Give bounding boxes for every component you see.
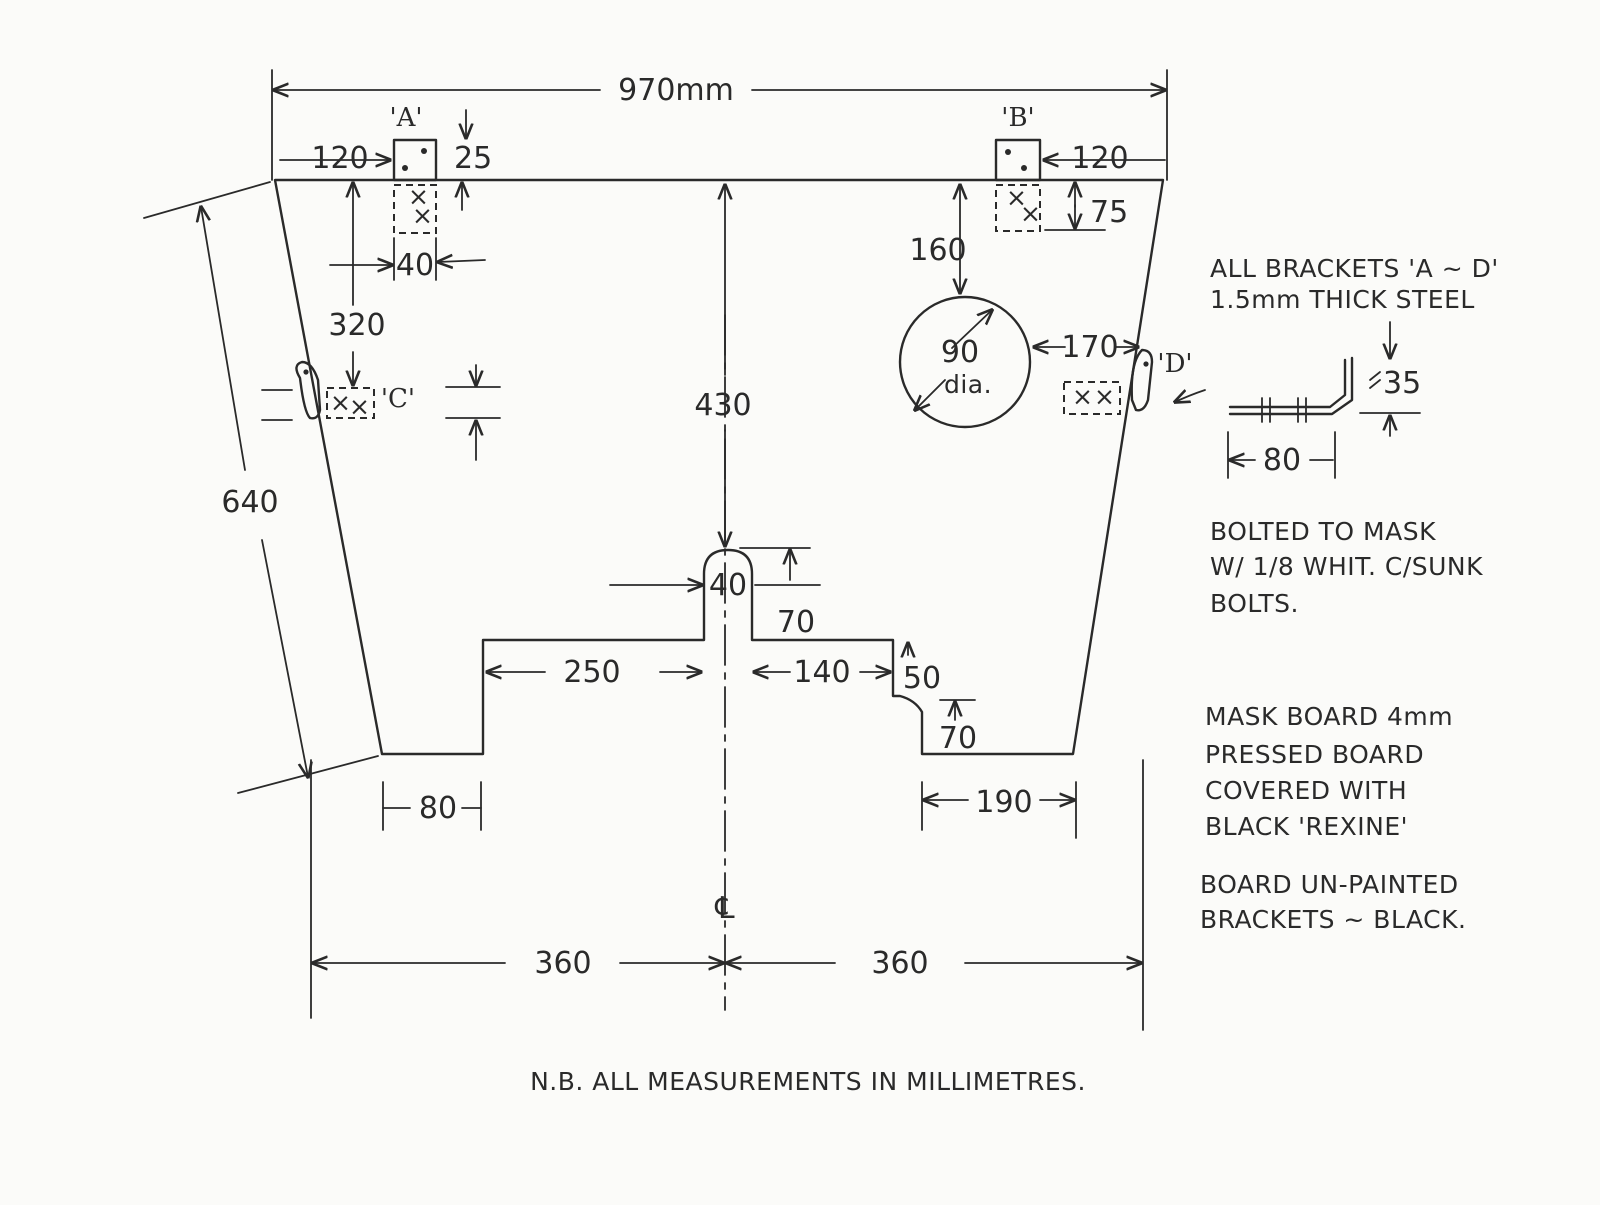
svg-text:1.5mm THICK STEEL: 1.5mm THICK STEEL (1210, 285, 1475, 314)
label-bracket-d: 'D' (1157, 349, 1192, 379)
dim-bracket-b-height: 75 (1090, 195, 1128, 230)
footer-note: N.B. ALL MEASUREMENTS IN MILLIMETRES. (530, 1067, 1086, 1096)
dim-right-foot: 190 (975, 785, 1032, 820)
dim-right-step: 140 (793, 655, 850, 690)
note-brackets: ALL BRACKETS 'A ~ D' 1.5mm THICK STEEL (1210, 254, 1499, 314)
centre-line-symbol: ℄ (714, 891, 734, 926)
dim-bracket-a-offset: 120 (311, 141, 368, 176)
hole-circle (898, 295, 1032, 429)
bolt-mark: × (1094, 382, 1115, 411)
dim-bracket-length: 80 (1263, 443, 1301, 478)
svg-text:COVERED WITH: COVERED WITH (1205, 776, 1407, 805)
dim-bracket-width: 40 (396, 248, 434, 283)
svg-text:BOARD UN-PAINTED: BOARD UN-PAINTED (1200, 870, 1459, 899)
svg-text:BOLTS.: BOLTS. (1210, 589, 1299, 618)
svg-text:BLACK 'REXINE': BLACK 'REXINE' (1205, 812, 1408, 841)
bolt-mark: × (349, 392, 370, 421)
bracket-b-hidden (995, 184, 1041, 232)
svg-text:PRESSED BOARD: PRESSED BOARD (1205, 740, 1424, 769)
dim-overall-width: 970mm (618, 73, 734, 108)
label-bracket-c: 'C' (381, 384, 415, 414)
note-board: MASK BOARD 4mm PRESSED BOARD COVERED WIT… (1205, 702, 1453, 841)
svg-text:MASK BOARD 4mm: MASK BOARD 4mm (1205, 702, 1453, 731)
hatch-mark (1369, 371, 1381, 381)
bolt-mark: × (330, 388, 351, 417)
dim-hole-diameter: 90 (941, 335, 979, 370)
bolt-mark: × (1020, 199, 1041, 228)
dimension-line (201, 207, 246, 471)
bracket-b (994, 138, 1042, 182)
label-bracket-b: 'B' (1001, 103, 1034, 133)
bolt-mark: × (1072, 382, 1093, 411)
bolt-mark: × (412, 201, 433, 230)
note-bolted: BOLTED TO MASK W/ 1/8 WHIT. C/SUNK BOLTS… (1210, 517, 1483, 618)
dim-bracket-thickness: 35 (1383, 366, 1421, 401)
bracket-c (295, 360, 322, 420)
bracket-d (1130, 348, 1154, 412)
dim-half-right: 360 (871, 946, 928, 981)
dim-centre-height: 430 (694, 388, 751, 423)
svg-text:BOLTED TO MASK: BOLTED TO MASK (1210, 517, 1436, 546)
dimension-line (438, 260, 486, 262)
extension-line (143, 181, 271, 219)
note-paint: BOARD UN-PAINTED BRACKETS ~ BLACK. (1200, 870, 1466, 934)
svg-text:W/ 1/8 WHIT. C/SUNK: W/ 1/8 WHIT. C/SUNK (1210, 552, 1483, 581)
dim-hole-unit: dia. (944, 370, 992, 399)
label-bracket-a: 'A' (389, 103, 422, 133)
bracket-profile-inner (1228, 356, 1354, 416)
svg-text:ALL BRACKETS 'A ~ D': ALL BRACKETS 'A ~ D' (1210, 254, 1499, 283)
dim-slant-height: 640 (221, 485, 278, 520)
dim-left-step: 250 (563, 655, 620, 690)
bracket-d-hidden (1063, 381, 1121, 415)
dimension-line (915, 379, 946, 410)
dim-bracket-b-offset: 120 (1071, 141, 1128, 176)
dim-hole-drop: 160 (909, 233, 966, 268)
bolt-mark: × (408, 182, 429, 211)
dim-bracket-c-drop: 320 (328, 308, 385, 343)
svg-text:BRACKETS ~ BLACK.: BRACKETS ~ BLACK. (1200, 905, 1466, 934)
bracket-a (392, 138, 438, 182)
bracket-profile (1228, 358, 1347, 409)
pointer-arrow (1175, 390, 1206, 402)
bracket-a-hidden (393, 184, 437, 234)
bolt-mark: × (1006, 183, 1027, 212)
dim-step-drop: 50 (903, 661, 941, 696)
dim-notch-width: 40 (709, 568, 747, 603)
mask-board-outline (273, 178, 1165, 756)
bracket-c-hidden (326, 387, 375, 419)
dim-hole-to-edge: 170 (1061, 330, 1118, 365)
dim-step-rise: 70 (939, 721, 977, 756)
dim-left-foot: 80 (419, 791, 457, 826)
dim-bracket-a-height: 25 (454, 141, 492, 176)
dim-notch-height: 70 (777, 605, 815, 640)
hatch-mark (1369, 379, 1381, 389)
dim-half-left: 360 (534, 946, 591, 981)
dimension-line (261, 539, 308, 777)
dimension-line (951, 310, 992, 349)
